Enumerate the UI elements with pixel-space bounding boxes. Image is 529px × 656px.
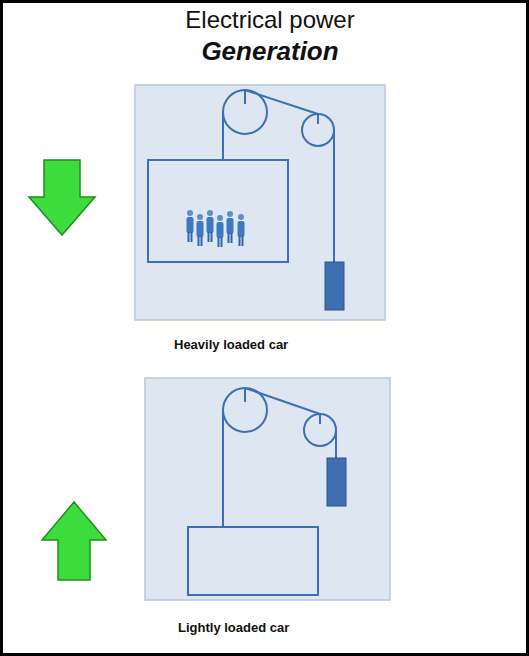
down-arrow: [29, 160, 95, 235]
subtitle: Generation: [201, 36, 338, 67]
up-arrow: [42, 502, 106, 580]
elevator-heavy: [135, 85, 385, 320]
caption-label: Heavily loaded car: [174, 337, 288, 352]
elevator-light: [145, 378, 390, 600]
caption-label: Lightly loaded car: [178, 620, 289, 635]
title: Electrical power: [185, 6, 354, 34]
